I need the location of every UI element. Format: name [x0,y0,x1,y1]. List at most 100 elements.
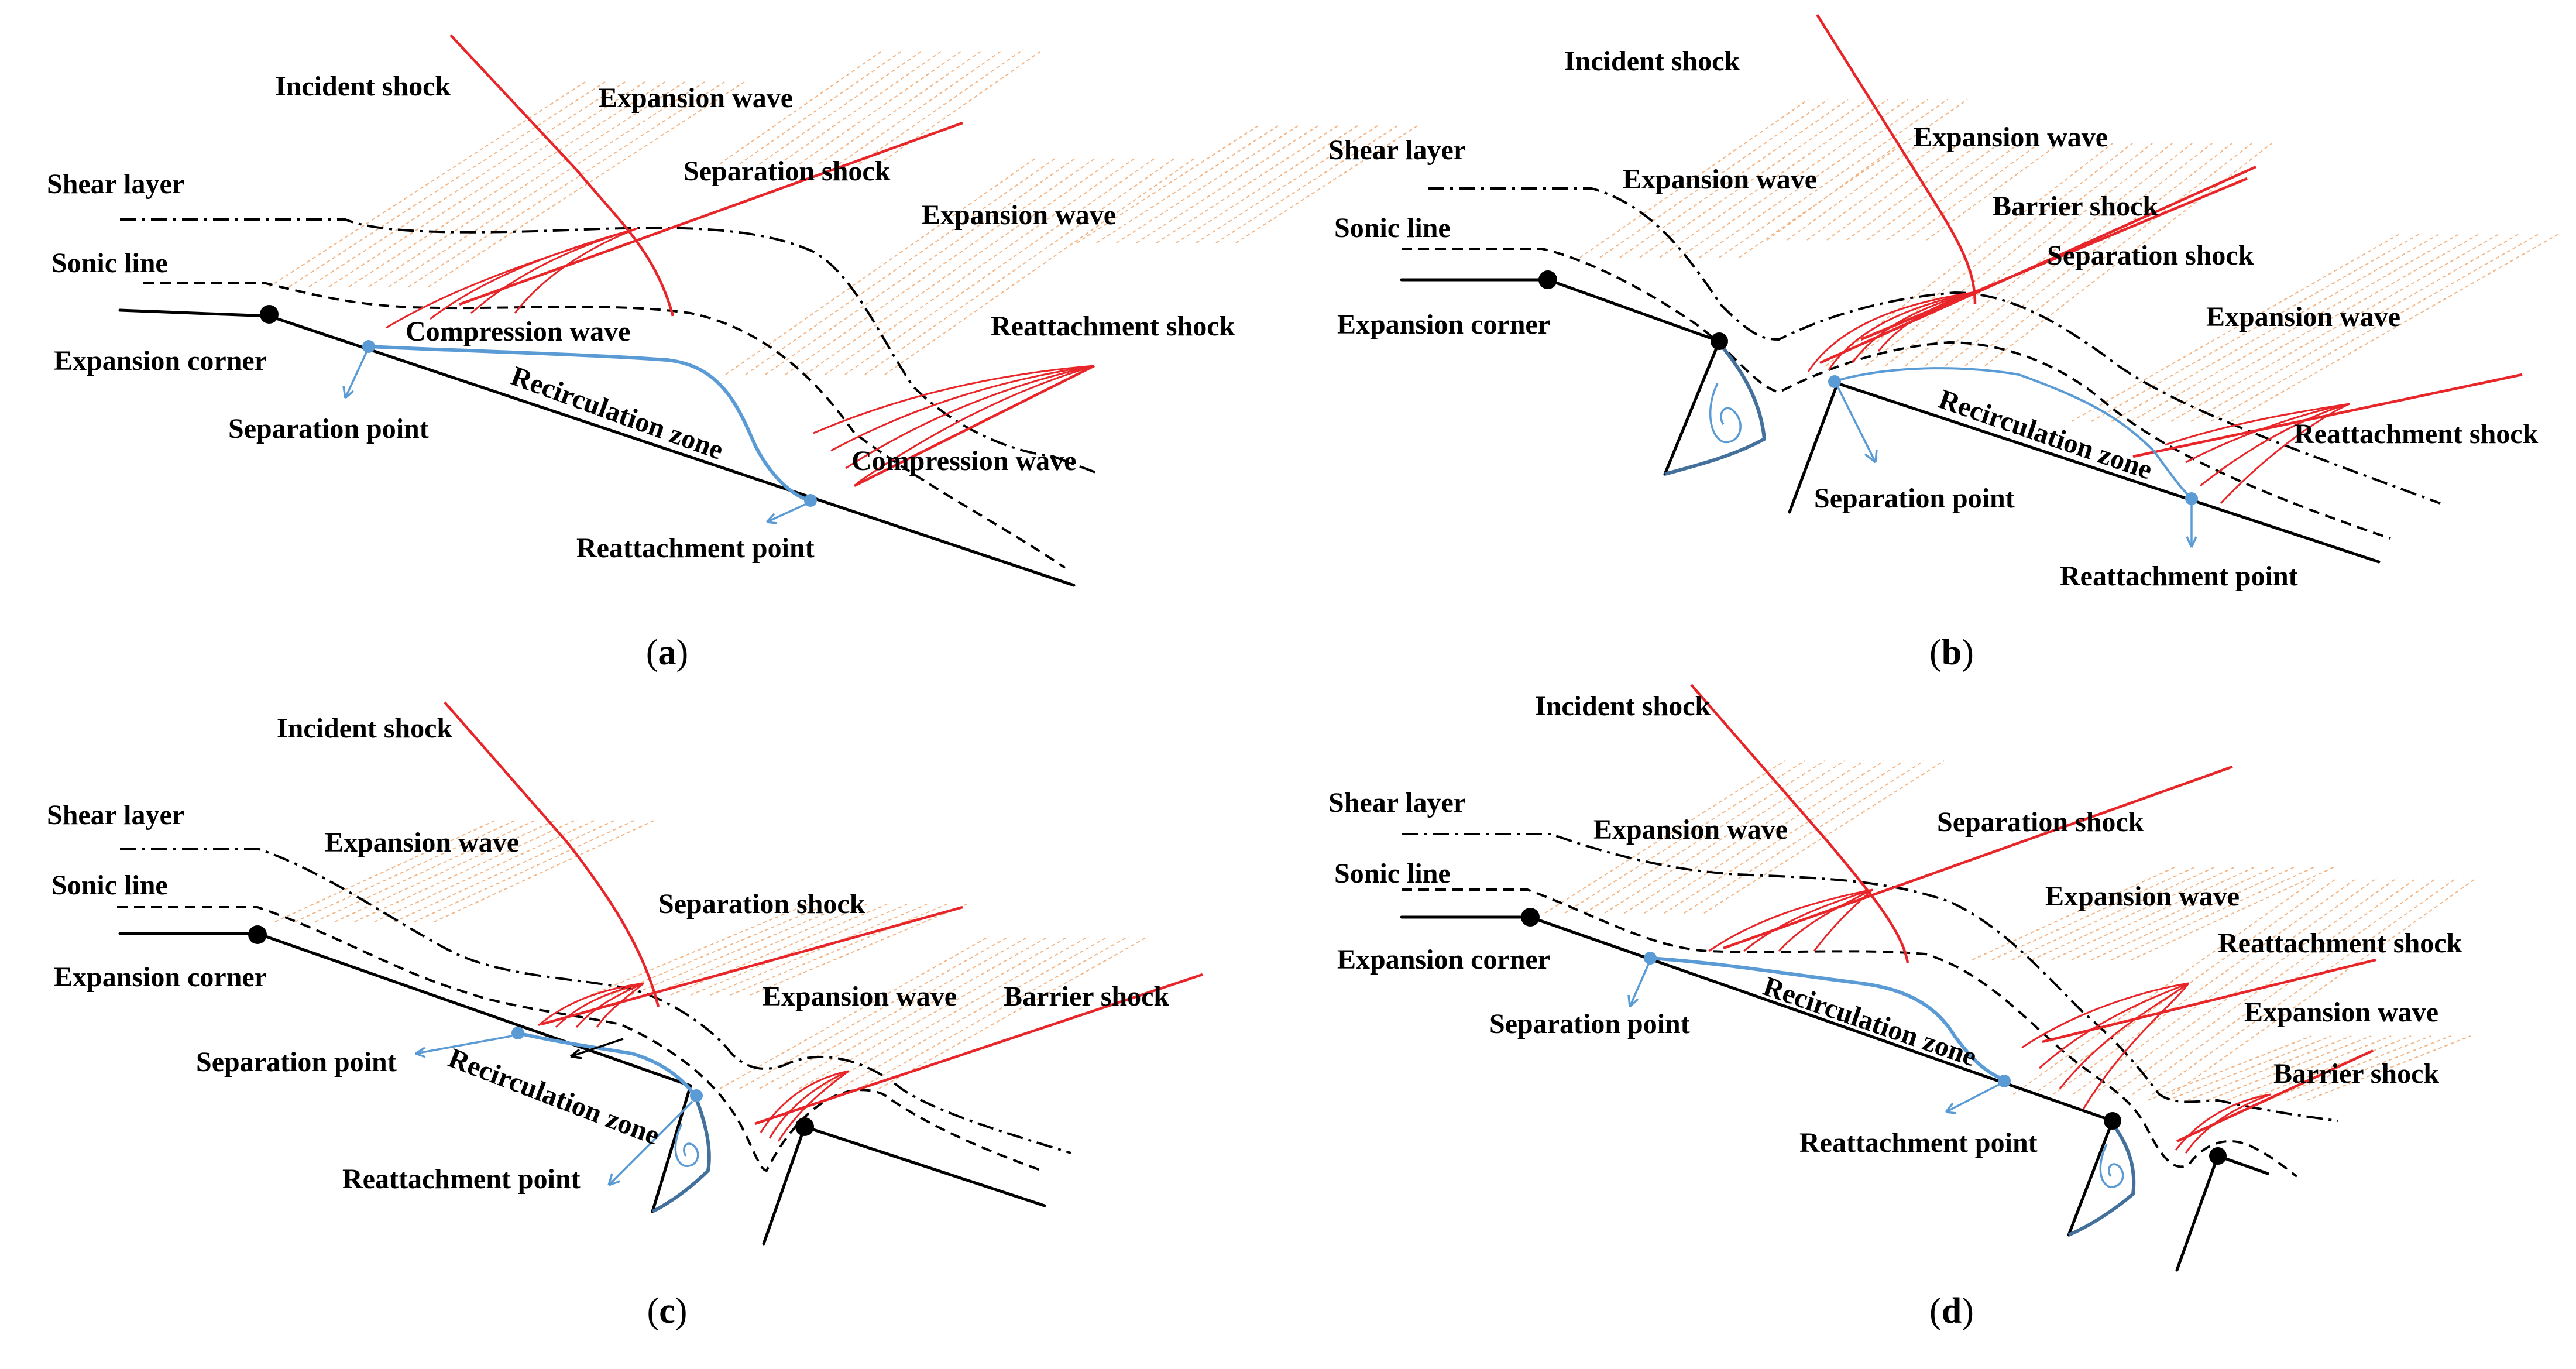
expansion-wave-line [1584,760,1825,914]
panel-d-recirculation-boundary [1650,956,2005,1082]
expansion-wave-line [779,49,944,164]
expansion-wave-line [1787,146,1916,241]
expansion-wave-line [1699,99,1928,258]
expansion-wave-line [2111,234,2440,422]
expansion-wave-line [2091,866,2297,960]
panel-d-label-expansion-corner: Expansion corner [1337,944,1550,975]
panel-c-cavity-wall [651,1084,692,1213]
panel-c-label-separation-shock: Separation shock [658,888,865,919]
expansion-wave-line [2152,877,2457,1095]
expansion-wave-line [1604,760,1845,914]
expansion-wave-line [2052,877,2358,1095]
expansion-wave-line [2092,877,2398,1095]
panel-b-label-reattachment-shock: Reattachment shock [2294,418,2539,450]
panel-a-label-reattachment-point: Reattachment point [576,533,815,564]
panel-d-label-sonic-line: Sonic line [1334,858,1451,889]
panel-d-label-incident-shock: Incident shock [1535,691,1711,722]
panel-b-label-separation-point: Separation point [1814,483,2015,514]
expansion-wave-line [2071,234,2400,422]
panel-b-expansion-corner [1538,270,1557,289]
panel-b: Incident shock Expansion wave Shear laye… [1328,13,2559,673]
panel-a-label-reattachment-shock: Reattachment shock [991,311,1235,342]
panel-b-reattachment-point [2185,492,2198,505]
expansion-wave-line [269,81,586,287]
panel-a-label-expansion-wave-2: Expansion wave [922,200,1116,231]
panel-b-label-expansion-wave-3: Expansion wave [2206,301,2400,332]
expansion-wave-line [864,157,1176,375]
panel-d-barrier-shock [2175,1049,2374,1154]
expansion-wave-line [1984,143,2272,366]
panel-d-shear-layer [1402,833,2338,1122]
expansion-wave-line [288,81,606,287]
expansion-wave-line [1972,866,2177,960]
expansion-wave-line [1945,143,2232,366]
expansion-wave-line [374,819,597,922]
panel-d-separation-arrow [1627,962,1650,1008]
expansion-wave-line [825,157,1136,375]
expansion-wave-line [1156,125,1338,243]
expansion-wave-line [2012,877,2318,1095]
expansion-wave-line [630,904,848,996]
expansion-wave-line [1906,146,2036,241]
expansion-wave-line [2230,234,2559,422]
expansion-wave-line [1739,99,1968,258]
expansion-wave-line [610,904,828,996]
panel-d-label-expansion-wave-1: Expansion wave [1593,814,1788,845]
panel-b-label-separation-shock: Separation shock [2047,240,2254,271]
panel-a-expansion-corner [260,305,279,324]
panel-b-cavity-vortex [1664,347,1766,476]
panel-b-label-sonic-line: Sonic line [1334,212,1451,243]
panel-d-incident-shock [1690,684,1909,963]
expansion-wave-line [1826,146,1956,241]
panel-b-cavity-wall [1663,339,1721,476]
panel-d-reattachment-arrow [1945,1083,2001,1114]
panel-d-vortex-swirl [2099,1144,2124,1188]
expansion-wave-line [839,936,1109,1089]
panel-b-caption: (b) [1929,633,1974,673]
panel-a-label-compression-wave-2: Compression wave [851,445,1076,476]
panel-a-separation-point [362,340,375,353]
panel-c-separation-point [511,1027,524,1039]
panel-c-separation-arrow [415,1035,513,1058]
panel-b-separation-arrow [1836,386,1878,464]
panel-a-shear-layer [120,218,1101,475]
panel-c-cavity-vortex [651,1098,711,1213]
panel-a-label-expansion-wave-1: Expansion wave [599,83,793,114]
expansion-wave-line [884,157,1196,375]
panel-c-vortex-swirl [674,1123,699,1167]
panel-d-label-barrier-shock: Barrier shock [2273,1058,2439,1089]
panel-a-reattachment-arrow [765,502,808,524]
expansion-wave-line [1624,760,1865,914]
panel-a-recirculation-boundary [368,345,811,502]
expansion-wave-line [328,81,645,287]
expansion-wave-line [710,904,928,996]
expansion-wave-line [719,49,884,164]
expansion-wave-line [2051,866,2257,960]
panel-d-label-reattachment-point: Reattachment point [1799,1127,2038,1158]
panel-c-label-reattachment-point: Reattachment point [342,1164,581,1195]
expansion-wave-line [1659,99,1888,258]
panel-b-shear-layer [1428,187,2441,505]
expansion-wave-line [1767,146,1897,241]
expansion-wave-line [1619,99,1849,258]
expansion-wave-line [428,81,745,287]
panel-d-caption: (d) [1929,1291,1974,1331]
expansion-wave-line [294,819,518,922]
expansion-wave-line [314,819,538,922]
panel-c-recirc-arrow [569,1038,624,1059]
panel-a-caption: (a) [646,633,688,673]
expansion-wave-line [388,81,705,287]
expansion-wave-line [1136,125,1318,243]
expansion-wave-line [2031,866,2237,960]
panel-c-label-separation-point: Separation point [196,1047,397,1078]
panel-c-recirculation-boundary [517,1031,698,1099]
panel-a-reattachment-shock [813,364,1095,488]
panel-c-label-shear-layer: Shear layer [47,800,184,831]
expansion-wave-line [844,157,1156,375]
panel-b-label-recirculation-zone: Recirculation zone [1935,383,2156,485]
expansion-wave-line [858,49,1023,164]
expansion-wave-line [1991,866,2197,960]
expansion-wave-line [765,157,1076,375]
panel-c-incident-shock [444,701,660,1007]
